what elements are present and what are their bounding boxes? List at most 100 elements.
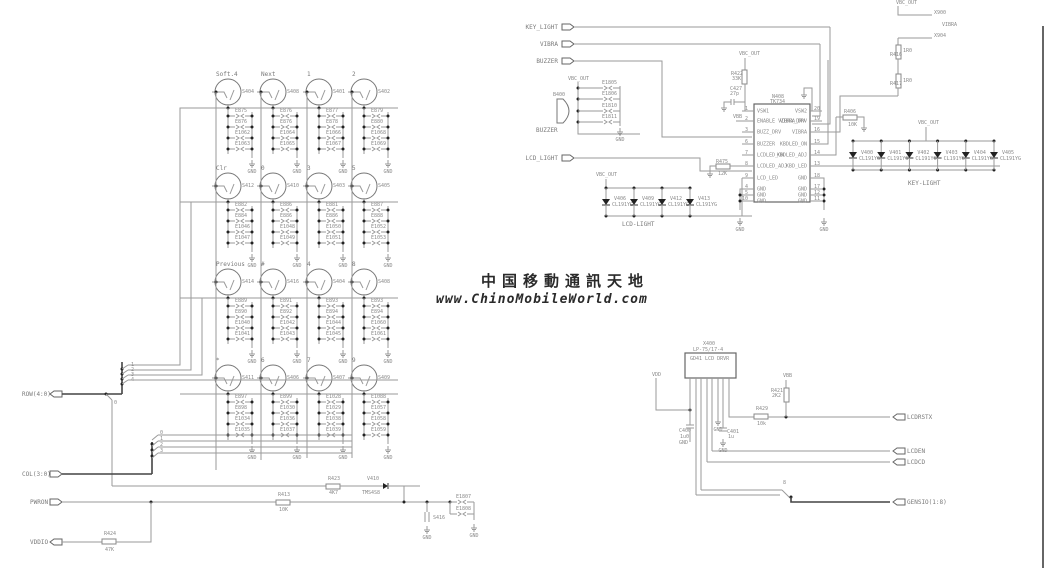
switch-contact bbox=[257, 377, 273, 385]
junction-dot bbox=[250, 326, 254, 330]
gensio-bus bbox=[790, 497, 890, 503]
junction-dot bbox=[386, 337, 390, 341]
buzzer-supply-label: VBC_OUT bbox=[568, 76, 589, 82]
esd-protector bbox=[319, 113, 343, 119]
ground-symbol: GND bbox=[292, 254, 302, 269]
key-label: * bbox=[216, 357, 220, 364]
row-line-3 bbox=[128, 297, 216, 376]
junction-dot bbox=[295, 400, 299, 404]
esd-arrow bbox=[235, 399, 240, 405]
junction-dot bbox=[386, 147, 390, 151]
esd-ref: E1051 bbox=[326, 235, 341, 241]
esd-arrow bbox=[603, 96, 608, 102]
junction-dot bbox=[295, 304, 299, 308]
esd-arrow bbox=[235, 229, 240, 235]
esd-arrow bbox=[285, 421, 290, 427]
junction-dot bbox=[341, 147, 345, 151]
junction-dot bbox=[317, 241, 321, 245]
diode-icon bbox=[383, 483, 388, 489]
ground-label: GND bbox=[247, 169, 256, 175]
esd-arrow bbox=[326, 207, 331, 213]
row-tap bbox=[121, 374, 129, 380]
key-label: # bbox=[261, 261, 265, 268]
esd-arrow bbox=[240, 314, 245, 320]
esd-protector bbox=[364, 218, 388, 224]
ground-label: GND bbox=[383, 359, 392, 365]
pin-name: GND bbox=[757, 193, 766, 199]
esd-ref: E876 bbox=[235, 119, 247, 125]
esd-ref: E876 bbox=[280, 119, 292, 125]
vbb-label: VBB bbox=[783, 373, 792, 379]
lcd-port bbox=[892, 498, 906, 506]
ground-label: GND bbox=[383, 169, 392, 175]
row-tap bbox=[121, 369, 129, 375]
junction-dot bbox=[341, 219, 345, 223]
esd-arrow bbox=[376, 218, 381, 224]
lcd-port-label: LCDCD bbox=[907, 459, 925, 466]
esd-ref: E1057 bbox=[371, 405, 386, 411]
esd-ref: E1807 bbox=[456, 494, 471, 500]
junction-dot bbox=[317, 136, 321, 140]
esd-arrow bbox=[285, 218, 290, 224]
esd-arrow bbox=[326, 336, 331, 342]
esd-arrow bbox=[280, 229, 285, 235]
junction-dot bbox=[317, 125, 321, 129]
esd-protector bbox=[364, 207, 388, 213]
ground-label: GND bbox=[338, 169, 347, 175]
vibra-supply-label: VBC_OUT bbox=[896, 0, 917, 6]
esd-ref: E886 bbox=[326, 213, 338, 219]
led-ref: V409 bbox=[642, 196, 654, 202]
junction-dot bbox=[341, 230, 345, 234]
ground-label: GND bbox=[292, 169, 301, 175]
esd-protector bbox=[228, 124, 252, 130]
junction-dot bbox=[226, 422, 230, 426]
esd-arrow bbox=[280, 207, 285, 213]
esd-ref: E1810 bbox=[602, 103, 617, 109]
keylight-supply-label: VBC_OUT bbox=[918, 120, 939, 126]
wire bbox=[822, 117, 837, 156]
driver-port-label: BUZZER bbox=[536, 58, 558, 65]
esd-ref: E1038 bbox=[326, 416, 341, 422]
esd-arrow bbox=[462, 499, 467, 505]
vddio-wire bbox=[116, 502, 152, 543]
buzzer-label: BUZZER bbox=[536, 127, 558, 134]
switch-ref: S407 bbox=[333, 375, 345, 381]
esd-arrow bbox=[331, 303, 336, 309]
esd-ref: E1806 bbox=[602, 91, 617, 97]
driver-port-label: KEY_LIGHT bbox=[525, 24, 558, 31]
pin-name: GND bbox=[798, 187, 807, 193]
esd-ref: E894 bbox=[371, 309, 383, 315]
wire bbox=[857, 116, 865, 124]
esd-arrow bbox=[280, 240, 285, 246]
r417-ref: R417 bbox=[890, 81, 902, 87]
pin-name: BUZZ_DRV bbox=[757, 130, 781, 136]
lcd-port bbox=[892, 447, 906, 455]
esd-arrow bbox=[285, 410, 290, 416]
junction-dot bbox=[295, 337, 299, 341]
junction-dot bbox=[271, 411, 275, 415]
r421-ref: R421 bbox=[771, 388, 783, 394]
esd-ref: E1805 bbox=[602, 80, 617, 86]
r429-value: 10k bbox=[757, 421, 766, 427]
esd-arrow bbox=[285, 303, 290, 309]
esd-arrow bbox=[371, 135, 376, 141]
esd-arrow bbox=[240, 218, 245, 224]
esd-protector bbox=[228, 146, 252, 152]
esd-arrow bbox=[285, 240, 290, 246]
esd-ref: E1048 bbox=[280, 224, 295, 230]
row-bus-port bbox=[49, 390, 63, 398]
switch-blade bbox=[365, 183, 371, 195]
esd-arrow bbox=[376, 336, 381, 342]
esd-protector bbox=[319, 207, 343, 213]
esd-ref: E882 bbox=[235, 202, 247, 208]
diode-value: TMS4S8 bbox=[362, 490, 380, 496]
esd-arrow bbox=[280, 421, 285, 427]
esd-ref: E880 bbox=[371, 119, 383, 125]
col-tap-label: 2 bbox=[160, 442, 163, 448]
esd-arrow bbox=[280, 325, 285, 331]
junction-dot bbox=[362, 147, 366, 151]
